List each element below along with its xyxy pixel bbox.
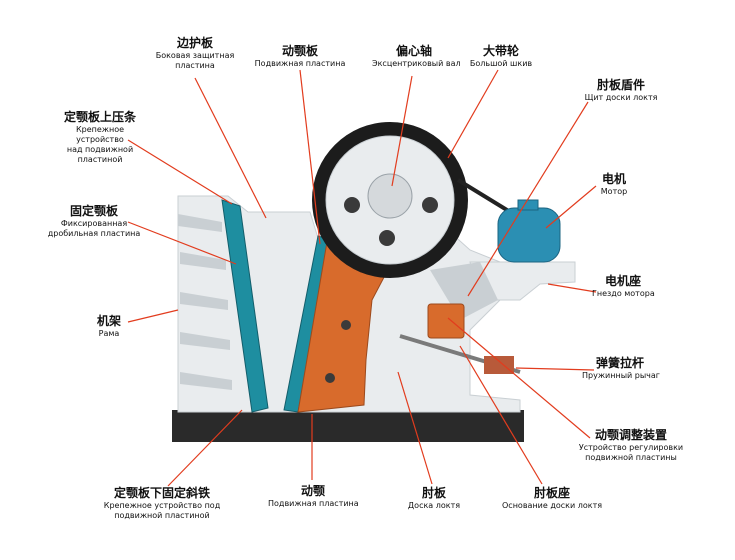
label-fixed-jaw-clamp-ru1: Крепежное — [75, 125, 125, 134]
label-toggle-seat-ru: Основание доски локтя — [502, 501, 603, 510]
label-side-plate: 边护板 Боковая защитная пластина — [150, 36, 240, 71]
label-adjust-device-ru1: Устройство регулировки — [578, 443, 684, 452]
label-lower-wedge-ru2: подвижной пластиной — [114, 511, 210, 520]
flywheel-hole-2 — [379, 230, 395, 246]
motor-body-shape — [497, 207, 561, 263]
label-lower-wedge: 定颚板下固定斜铁 Крепежное устройство под подвиж… — [100, 486, 224, 521]
label-frame-ru: Рама — [98, 329, 120, 338]
label-spring-rod-cn: 弹簧拉杆 — [595, 356, 644, 370]
label-lower-wedge-cn: 定颚板下固定斜铁 — [113, 486, 210, 500]
label-movable-jaw-plate: 动颚板 Подвижная пластина — [254, 44, 346, 69]
jaw-bolt-1 — [341, 320, 351, 330]
jaw-bolt-2 — [325, 373, 335, 383]
label-toggle-guard: 肘板盾件 Щит доски локтя — [584, 78, 658, 103]
label-eccentric-shaft: 偏心轴 Эксцентриковый вал — [372, 44, 461, 69]
label-toggle-guard-cn: 肘板盾件 — [596, 78, 645, 92]
label-frame-cn: 机架 — [96, 314, 121, 328]
flywheel-hole-1 — [422, 197, 438, 213]
label-toggle-plate-ru: Доска локтя — [407, 501, 461, 510]
label-spring-rod: 弹簧拉杆 Пружинный рычаг — [582, 356, 660, 381]
label-fixed-jaw-plate-ru1: Фиксированная — [60, 219, 128, 228]
fixed-jaw-plate-shape — [221, 199, 269, 413]
base-beam — [172, 410, 524, 442]
label-fixed-jaw-clamp-ru2: устройство — [76, 135, 124, 144]
spring-shape — [484, 356, 514, 374]
label-adjust-device-cn: 动颚调整装置 — [594, 428, 667, 442]
label-movable-jaw-cn: 动颚 — [300, 484, 325, 498]
label-fixed-jaw-clamp: 定颚板上压条 Крепежное устройство над подвижно… — [60, 110, 140, 165]
label-fixed-jaw-clamp-ru3: над подвижной — [66, 145, 134, 154]
label-toggle-plate-cn: 肘板 — [421, 486, 446, 500]
label-big-pulley-cn: 大带轮 — [482, 44, 519, 58]
label-fixed-jaw-plate-cn: 固定颚板 — [69, 204, 118, 218]
adjust-block-shape — [427, 303, 465, 339]
label-eccentric-shaft-ru: Эксцентриковый вал — [372, 59, 461, 68]
label-fixed-jaw-clamp-ru4: пластиной — [77, 155, 123, 164]
label-motor-base-ru: Гнездо мотора — [592, 289, 655, 298]
label-side-plate-cn: 边护板 — [176, 36, 213, 50]
label-movable-jaw-plate-cn: 动颚板 — [281, 44, 318, 58]
label-motor-base-cn: 电机座 — [604, 274, 641, 288]
label-motor: 电机 Мотор — [594, 172, 634, 197]
label-motor-base: 电机座 Гнездо мотора — [592, 274, 655, 299]
label-big-pulley: 大带轮 Большой шкив — [466, 44, 536, 69]
label-lower-wedge-ru1: Крепежное устройство под — [103, 501, 221, 510]
leader-lines — [127, 69, 597, 487]
label-adjust-device: 动颚调整装置 Устройство регулировки подвижной … — [576, 428, 686, 463]
motor-box-shape — [517, 199, 539, 211]
label-movable-jaw: 动颚 Подвижная пластина — [268, 484, 359, 509]
label-motor-ru: Мотор — [600, 187, 628, 196]
label-toggle-seat-cn: 肘板座 — [533, 486, 570, 500]
label-fixed-jaw-clamp-cn: 定颚板上压条 — [63, 110, 136, 124]
label-adjust-device-ru2: подвижной пластины — [585, 453, 677, 462]
frame-ribs — [178, 214, 232, 390]
label-side-plate-ru: Боковая защитная пластина — [155, 51, 235, 70]
label-motor-cn: 电机 — [601, 172, 626, 186]
label-fixed-jaw-plate: 固定颚板 Фиксированная дробильная пластина — [42, 204, 146, 239]
label-frame: 机架 Рама — [92, 314, 126, 339]
label-movable-jaw-plate-ru: Подвижная пластина — [254, 59, 346, 68]
label-fixed-jaw-plate-ru2: дробильная пластина — [47, 229, 141, 238]
label-toggle-plate: 肘板 Доска локтя — [404, 486, 464, 511]
label-spring-rod-ru: Пружинный рычаг — [582, 371, 660, 380]
toggle-guard-shape — [430, 262, 498, 320]
label-movable-jaw-ru: Подвижная пластина — [268, 499, 359, 508]
label-eccentric-shaft-cn: 偏心轴 — [395, 44, 432, 58]
label-big-pulley-ru: Большой шкив — [469, 59, 533, 68]
label-toggle-seat: 肘板座 Основание доски локтя — [502, 486, 602, 511]
flywheel-hub — [367, 173, 413, 219]
label-toggle-guard-ru: Щит доски локтя — [584, 93, 658, 102]
flywheel-hole-3 — [344, 197, 360, 213]
